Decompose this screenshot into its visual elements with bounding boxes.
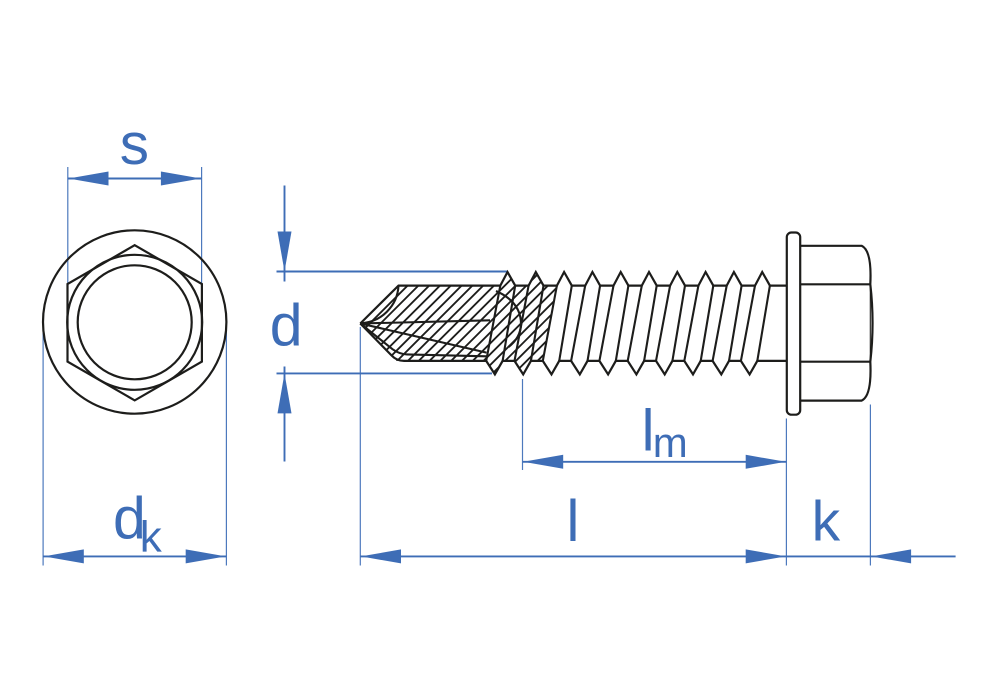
svg-text:k: k bbox=[812, 490, 841, 554]
svg-text:l: l bbox=[642, 398, 655, 463]
svg-text:k: k bbox=[140, 513, 163, 562]
svg-text:d: d bbox=[270, 292, 303, 358]
svg-text:m: m bbox=[653, 419, 688, 466]
svg-text:l: l bbox=[567, 489, 580, 554]
svg-text:d: d bbox=[113, 485, 146, 551]
svg-text:s: s bbox=[120, 112, 149, 177]
